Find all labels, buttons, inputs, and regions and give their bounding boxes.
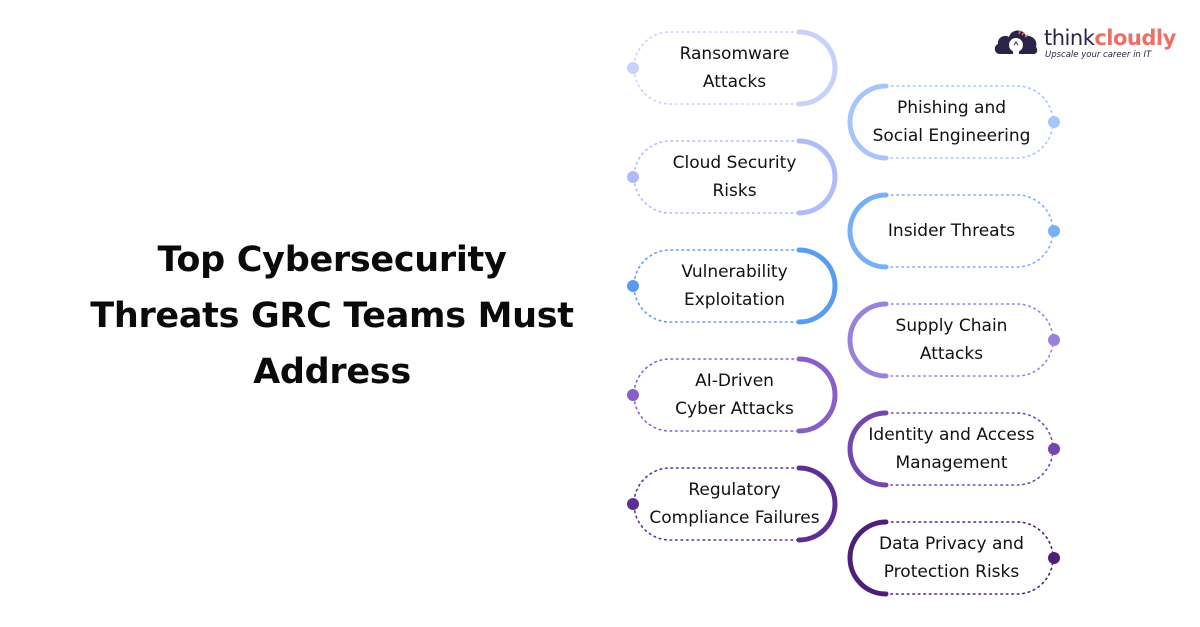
threat-dot	[627, 389, 639, 401]
spine-arc	[796, 247, 838, 325]
spine-arc	[847, 410, 889, 488]
spine-arc	[847, 519, 889, 597]
brand-tagline: Upscale your career in IT	[1045, 50, 1152, 60]
threat-dot	[1048, 552, 1060, 564]
spine-arc	[847, 83, 889, 161]
threat-label-line: Attacks	[702, 72, 767, 92]
spine-arc	[796, 465, 838, 543]
threat-label-line: Exploitation	[683, 290, 786, 310]
threat-label-line: Regulatory	[688, 480, 781, 500]
threat-label-line: Cloud Security	[672, 153, 797, 173]
threat-label-line: Ransomware	[679, 44, 790, 64]
threat-dot	[1048, 443, 1060, 455]
threat-dot	[1048, 116, 1060, 128]
spine-arc	[796, 29, 838, 107]
brand-logo: thinkcloudly Upscale your career in IT	[992, 24, 1182, 68]
threat-label-line: Phishing and	[896, 98, 1007, 118]
threat-label-line: Supply Chain	[895, 316, 1008, 336]
title-line-2: Threats GRC Teams Must	[90, 296, 574, 336]
title-line-1: Top Cybersecurity	[157, 240, 507, 280]
threat-dot	[627, 280, 639, 292]
threat-dot	[1048, 225, 1060, 237]
threat-dot	[1048, 334, 1060, 346]
title-line-3: Address	[253, 352, 411, 392]
threat-label-line: Data Privacy and	[879, 534, 1024, 554]
spine-arc	[796, 138, 838, 216]
spine-arc	[847, 192, 889, 270]
threat-label-line: Vulnerability	[681, 262, 788, 282]
threat-label: Insider Threats	[852, 217, 1052, 245]
threat-label-line: Attacks	[919, 344, 984, 364]
threat-dot	[627, 62, 639, 74]
spine-arc	[847, 301, 889, 379]
threat-label-line: Social Engineering	[872, 126, 1031, 146]
threat-label-line: AI-Driven	[695, 371, 774, 391]
threat-label-line: Management	[895, 453, 1008, 473]
threat-dot	[627, 498, 639, 510]
threat-label-line: Risks	[712, 181, 757, 201]
spine-arc	[796, 356, 838, 434]
cloud-lightbulb-icon	[994, 30, 1038, 59]
brand-name-cloudly: cloudly	[1094, 26, 1176, 50]
threat-dot	[627, 171, 639, 183]
brand-name: thinkcloudly	[1044, 26, 1176, 50]
brand-name-think: think	[1044, 26, 1095, 50]
page-title: Top Cybersecurity Threats GRC Teams Must…	[62, 232, 602, 400]
threat-label-line: Protection Risks	[883, 562, 1020, 582]
threat-label-line: Insider Threats	[887, 221, 1016, 241]
threat-label-line: Compliance Failures	[649, 508, 820, 528]
threat-label-line: Cyber Attacks	[675, 399, 794, 419]
threat-label-line: Identity and Access	[868, 425, 1035, 445]
